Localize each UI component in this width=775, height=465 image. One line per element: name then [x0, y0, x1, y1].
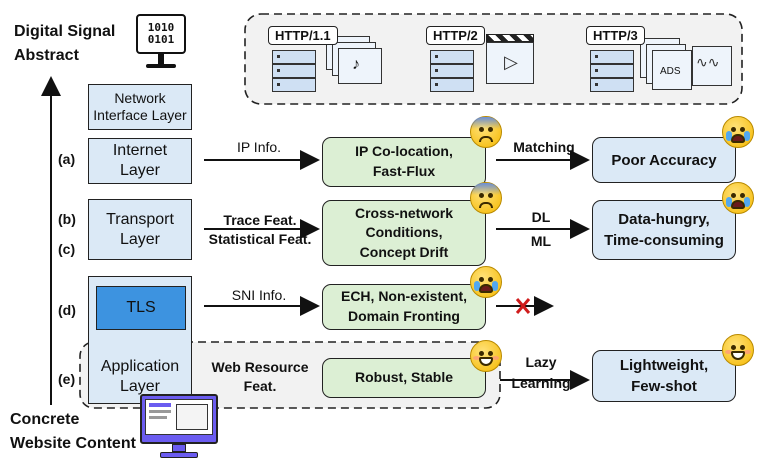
crying-face-icon [470, 266, 502, 298]
feature-ip-label: IP Info. [236, 139, 282, 155]
waveform-icon: ∿∿ [696, 54, 720, 70]
layer-tls: TLS [96, 286, 186, 330]
worried-face-icon [470, 182, 502, 214]
grinning-face-icon [470, 340, 502, 372]
tag-b: (b) [58, 211, 76, 227]
issue-box-d: ECH, Non-existent, Domain Fronting [322, 284, 486, 330]
grinning-face-icon [722, 334, 754, 366]
protocol-label: HTTP/1.1 [268, 26, 338, 45]
binary-digits: 1010 0101 [147, 21, 175, 46]
issue-box-a: IP Co-location, Fast-Flux [322, 137, 486, 187]
layer-application-label: Application Layer [100, 358, 180, 395]
result-box-bc: Data-hungry, Time-consuming [592, 200, 736, 260]
method-lazy-label: Lazy Learning [511, 354, 571, 391]
tag-a: (a) [58, 151, 76, 167]
ads-label: ADS [660, 66, 681, 77]
abstract-label: Digital Signal Abstract [14, 23, 116, 64]
protocol-label: HTTP/3 [586, 26, 645, 45]
crying-face-icon [722, 116, 754, 148]
protocol-http2: ▷ HTTP/2 [426, 26, 546, 96]
feature-web-label: Web Resource Feat. [211, 359, 309, 394]
play-icon: ▷ [504, 52, 518, 72]
protocol-label: HTTP/2 [426, 26, 485, 45]
worried-face-icon [470, 116, 502, 148]
music-note-icon: ♪ [352, 56, 360, 73]
tag-e: (e) [58, 371, 76, 387]
result-box-a: Poor Accuracy [592, 137, 736, 183]
feature-trace-label: Trace Feat. Statistical Feat. [208, 212, 312, 247]
layer-transport: Transport Layer [88, 199, 192, 260]
result-box-e: Lightweight, Few-shot [592, 350, 736, 402]
issue-box-bc: Cross-network Conditions, Concept Drift [322, 200, 486, 266]
crying-face-icon [722, 182, 754, 214]
binary-monitor-icon: 1010 0101 [136, 14, 188, 74]
red-x-icon [515, 298, 531, 314]
tag-c: (c) [58, 241, 76, 257]
concrete-label: Concrete Website Content [10, 411, 136, 452]
protocol-http11: ♪ HTTP/1.1 [268, 26, 388, 96]
tag-d: (d) [58, 302, 76, 318]
method-dl-label: DL [531, 209, 551, 225]
website-monitor-icon [140, 394, 220, 462]
method-ml-label: ML [530, 233, 552, 249]
protocol-http3: ADS ∿∿ HTTP/3 [586, 26, 736, 96]
issue-box-e: Robust, Stable [322, 358, 486, 398]
feature-sni-label: SNI Info. [231, 287, 287, 303]
clapperboard-icon [486, 34, 534, 42]
method-matching-label: Matching [513, 139, 575, 155]
layer-internet: Internet Layer [88, 138, 192, 184]
layer-network-interface: Network Interface Layer [88, 84, 192, 130]
